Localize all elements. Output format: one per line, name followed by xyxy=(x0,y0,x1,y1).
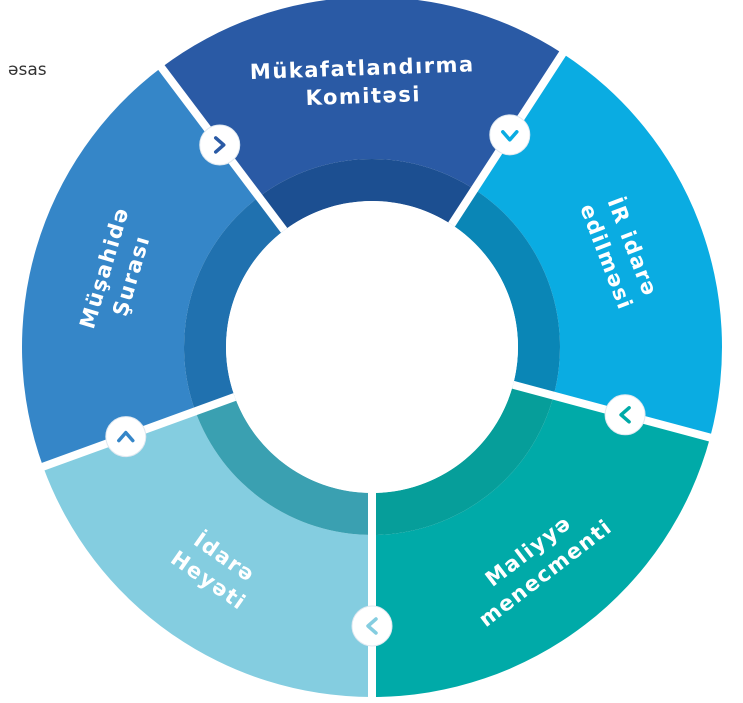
segment-inner-ring xyxy=(184,196,285,412)
corner-label: əsas xyxy=(8,60,47,80)
chevron-up-icon xyxy=(105,416,147,458)
segment-ir-idare xyxy=(451,53,722,438)
segment-musahide-surasi xyxy=(21,67,285,467)
segment-label-line: Komitəsi xyxy=(305,82,421,110)
segment-inner-ring xyxy=(372,384,554,535)
chevron-right-icon xyxy=(199,124,241,166)
segment-mukafatlandirma xyxy=(161,0,563,231)
segment-inner-ring xyxy=(195,396,372,535)
segment-maliyye xyxy=(372,384,711,697)
chevron-down-icon xyxy=(489,114,531,156)
chevron-left-icon xyxy=(351,605,393,647)
segment-outer-ring xyxy=(161,0,563,197)
center-circle xyxy=(226,201,518,493)
segment-outer-ring xyxy=(372,395,711,697)
chevron-left-icon xyxy=(604,394,646,436)
segment-idare-heyeti xyxy=(43,396,373,697)
segment-outer-ring xyxy=(43,411,373,697)
segment-inner-ring xyxy=(451,189,560,396)
segment-outer-ring xyxy=(21,67,259,467)
segment-outer-ring xyxy=(474,53,722,438)
segment-inner-ring xyxy=(258,159,475,231)
